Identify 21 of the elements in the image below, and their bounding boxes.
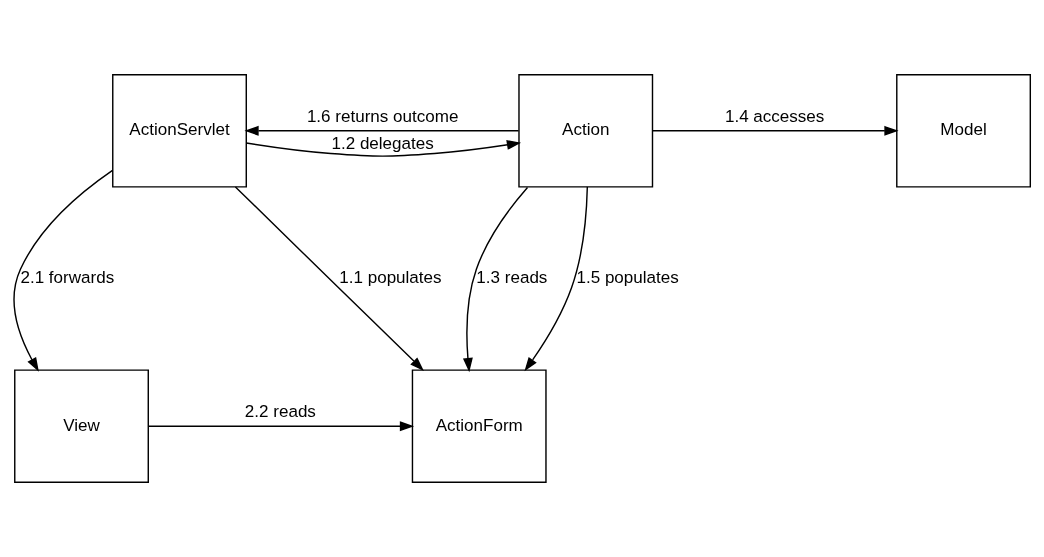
edge-label: 1.4 accesses [724, 106, 825, 126]
arrow [234, 186, 424, 371]
node-box: Action [518, 73, 654, 188]
node-box: View [14, 369, 149, 484]
node-box: ActionForm [411, 369, 547, 484]
edge-label: 1.1 populates [339, 267, 442, 287]
node-box: Model [896, 73, 1031, 188]
arrow [524, 186, 589, 372]
edge-label: 2.1 forwards [20, 267, 115, 287]
edge-label: 1.5 populates [576, 267, 679, 287]
arrow [147, 421, 415, 432]
node-box: ActionServlet [112, 73, 247, 188]
arrow [462, 186, 529, 373]
edge-label: 1.3 reads [476, 267, 548, 287]
arrow [245, 139, 522, 157]
arrow [244, 125, 520, 136]
edge-label: 2.2 reads [244, 402, 316, 422]
arrow [652, 125, 899, 136]
edge-label: 1.6 returns outcome [306, 106, 459, 126]
edge-label: 1.2 delegates [331, 133, 434, 153]
arrow [13, 169, 114, 372]
